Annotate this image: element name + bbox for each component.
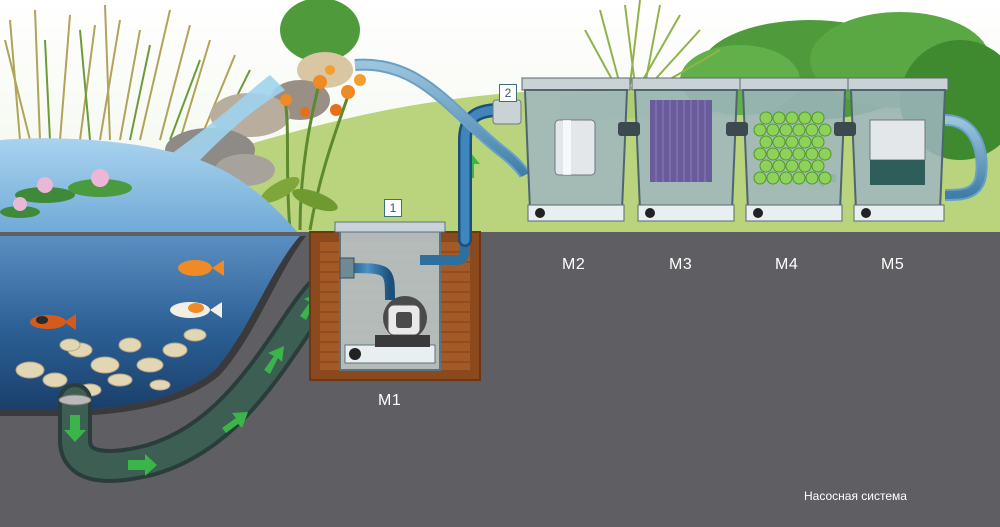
waterfall-stream [170, 75, 285, 160]
pond-surface [0, 138, 300, 235]
bottom-drain [58, 394, 92, 406]
label-m5: M5 [881, 256, 905, 273]
reeds-left [4, 4, 236, 141]
label-m3: M3 [669, 256, 693, 273]
tree-top [280, 0, 360, 62]
m2-module [521, 77, 631, 222]
m3-module [631, 77, 741, 222]
module-connectors [618, 122, 856, 136]
uv-clarifier [492, 99, 522, 125]
label-m1: M1 [378, 392, 402, 409]
caption: Насосная система [804, 489, 907, 503]
label-m4: M4 [775, 256, 799, 273]
badge-m2: 2 [499, 84, 517, 102]
badge-m1: 1 [384, 199, 402, 217]
pond-underwater [0, 236, 300, 410]
label-m2: M2 [562, 256, 586, 273]
orange-flowers [260, 65, 366, 231]
m1-pump-chamber [309, 221, 481, 381]
m4-module [739, 77, 849, 222]
koi-fish [30, 260, 224, 330]
reeds-top [584, 0, 721, 86]
water-lilies [0, 169, 132, 218]
m5-module [847, 77, 949, 222]
